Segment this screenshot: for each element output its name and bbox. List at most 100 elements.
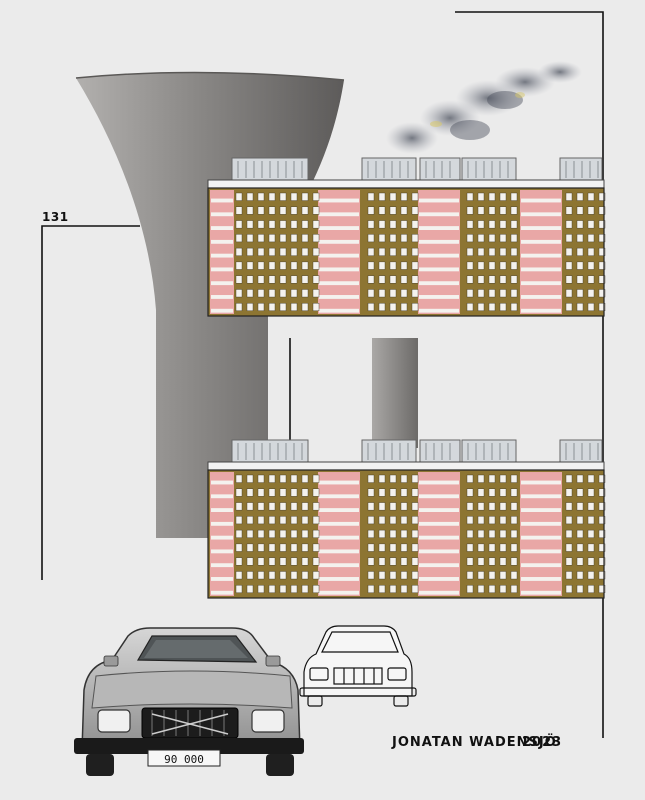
window bbox=[587, 247, 595, 256]
window bbox=[378, 585, 386, 594]
window bbox=[499, 303, 507, 312]
window bbox=[598, 206, 606, 215]
window bbox=[257, 192, 265, 201]
window bbox=[565, 543, 573, 552]
window bbox=[565, 516, 573, 525]
window bbox=[301, 192, 309, 201]
window bbox=[587, 585, 595, 594]
window bbox=[576, 488, 584, 497]
window bbox=[268, 303, 276, 312]
window bbox=[268, 529, 276, 538]
window bbox=[400, 234, 408, 243]
window bbox=[576, 516, 584, 525]
window bbox=[246, 261, 254, 270]
window bbox=[466, 516, 474, 525]
balcony-band bbox=[521, 295, 561, 299]
window bbox=[367, 261, 375, 270]
window bbox=[312, 220, 320, 229]
window bbox=[587, 261, 595, 270]
window bbox=[367, 234, 375, 243]
balcony-band bbox=[521, 535, 561, 540]
balcony-band bbox=[211, 549, 233, 554]
balcony-panel-column bbox=[318, 472, 360, 596]
window bbox=[257, 206, 265, 215]
window bbox=[565, 192, 573, 201]
balcony-band bbox=[319, 281, 359, 286]
window bbox=[411, 502, 419, 511]
window bbox=[246, 529, 254, 538]
balcony-band bbox=[521, 480, 561, 485]
window bbox=[510, 474, 518, 483]
window bbox=[510, 220, 518, 229]
window bbox=[488, 275, 496, 284]
window bbox=[378, 488, 386, 497]
apartment-block-lower bbox=[207, 439, 606, 599]
window bbox=[488, 303, 496, 312]
apartment-block-upper bbox=[207, 157, 606, 317]
window bbox=[411, 529, 419, 538]
window bbox=[598, 192, 606, 201]
window bbox=[477, 474, 485, 483]
balcony-band bbox=[521, 549, 561, 554]
window bbox=[301, 571, 309, 580]
balcony-band bbox=[419, 480, 459, 485]
window bbox=[301, 516, 309, 525]
window bbox=[488, 474, 496, 483]
window bbox=[279, 543, 287, 552]
window bbox=[499, 261, 507, 270]
window bbox=[400, 585, 408, 594]
balcony-band bbox=[521, 239, 561, 244]
window bbox=[488, 206, 496, 215]
window bbox=[235, 474, 243, 483]
window bbox=[378, 571, 386, 580]
window bbox=[257, 261, 265, 270]
balcony-band bbox=[419, 577, 459, 581]
window bbox=[488, 516, 496, 525]
balcony-band bbox=[211, 295, 233, 299]
artwork-year: 2023 bbox=[522, 735, 563, 750]
window bbox=[301, 585, 309, 594]
balcony-band bbox=[521, 253, 561, 258]
window bbox=[312, 543, 320, 552]
window bbox=[235, 220, 243, 229]
balcony-band bbox=[211, 535, 233, 540]
window bbox=[257, 220, 265, 229]
window bbox=[499, 488, 507, 497]
balcony-band bbox=[211, 267, 233, 272]
balcony-band bbox=[419, 494, 459, 499]
balcony-band bbox=[521, 281, 561, 286]
window bbox=[488, 585, 496, 594]
window bbox=[587, 220, 595, 229]
window bbox=[510, 557, 518, 566]
window bbox=[290, 502, 298, 511]
window bbox=[290, 557, 298, 566]
window bbox=[466, 488, 474, 497]
balcony-panel-column bbox=[418, 190, 460, 314]
window bbox=[279, 585, 287, 594]
window bbox=[312, 261, 320, 270]
balcony-band bbox=[319, 563, 359, 568]
window bbox=[466, 220, 474, 229]
window bbox=[268, 234, 276, 243]
window bbox=[301, 543, 309, 552]
window bbox=[400, 529, 408, 538]
window bbox=[257, 502, 265, 511]
window bbox=[411, 234, 419, 243]
window bbox=[565, 488, 573, 497]
balcony-band bbox=[211, 563, 233, 568]
window bbox=[488, 261, 496, 270]
window bbox=[268, 543, 276, 552]
window bbox=[389, 192, 397, 201]
window bbox=[411, 261, 419, 270]
window bbox=[598, 261, 606, 270]
window bbox=[411, 275, 419, 284]
window bbox=[279, 557, 287, 566]
window bbox=[301, 529, 309, 538]
window bbox=[488, 192, 496, 201]
window bbox=[488, 529, 496, 538]
window bbox=[312, 557, 320, 566]
window bbox=[257, 303, 265, 312]
window bbox=[290, 261, 298, 270]
window bbox=[279, 206, 287, 215]
window bbox=[499, 502, 507, 511]
